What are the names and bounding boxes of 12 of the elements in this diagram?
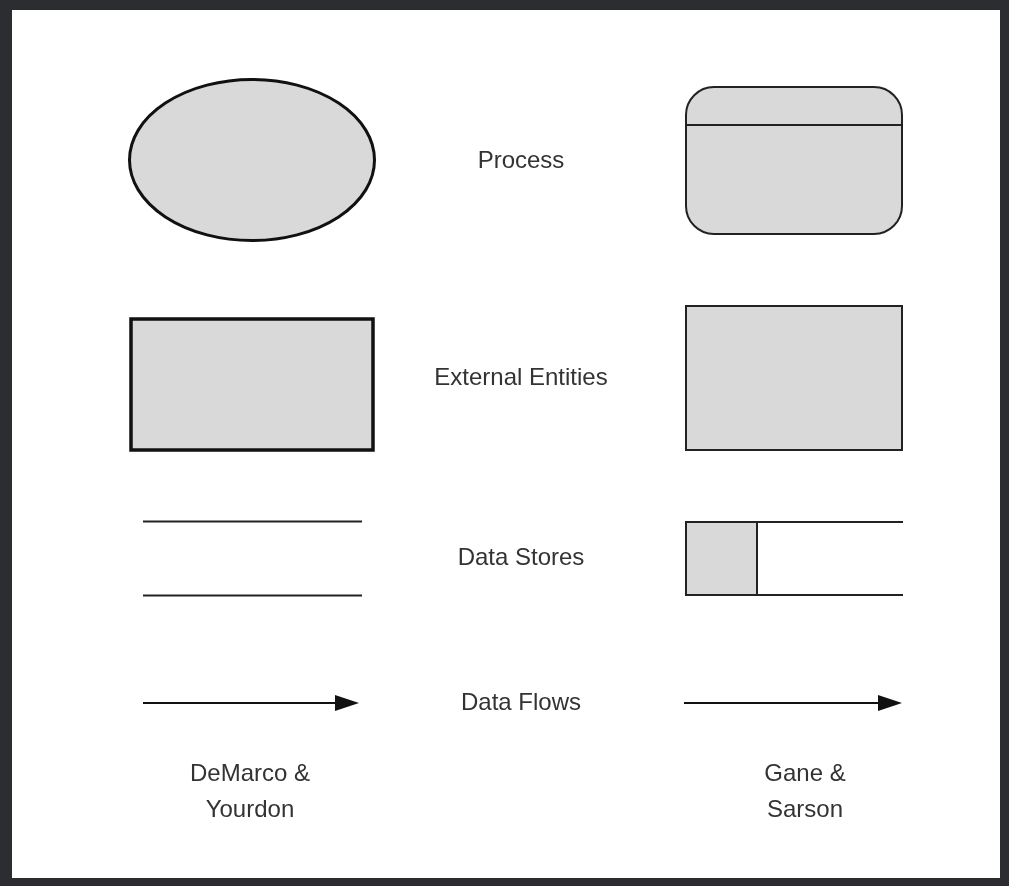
process-rounded-box	[685, 86, 903, 235]
data-store-symbol	[685, 521, 903, 596]
shape-label: External Entities	[434, 362, 608, 392]
process-ellipse	[128, 78, 376, 242]
column-heading: Gane & Sarson	[763, 758, 847, 824]
shape-label: Data Stores	[457, 542, 585, 572]
column-heading: DeMarco & Yourdon	[188, 758, 311, 824]
shape-label: Data Flows	[461, 687, 581, 717]
shape-label: Process	[477, 145, 565, 175]
external-entity-box	[129, 317, 375, 452]
external-entity-box	[685, 305, 903, 451]
data-store-symbol	[143, 520, 362, 597]
